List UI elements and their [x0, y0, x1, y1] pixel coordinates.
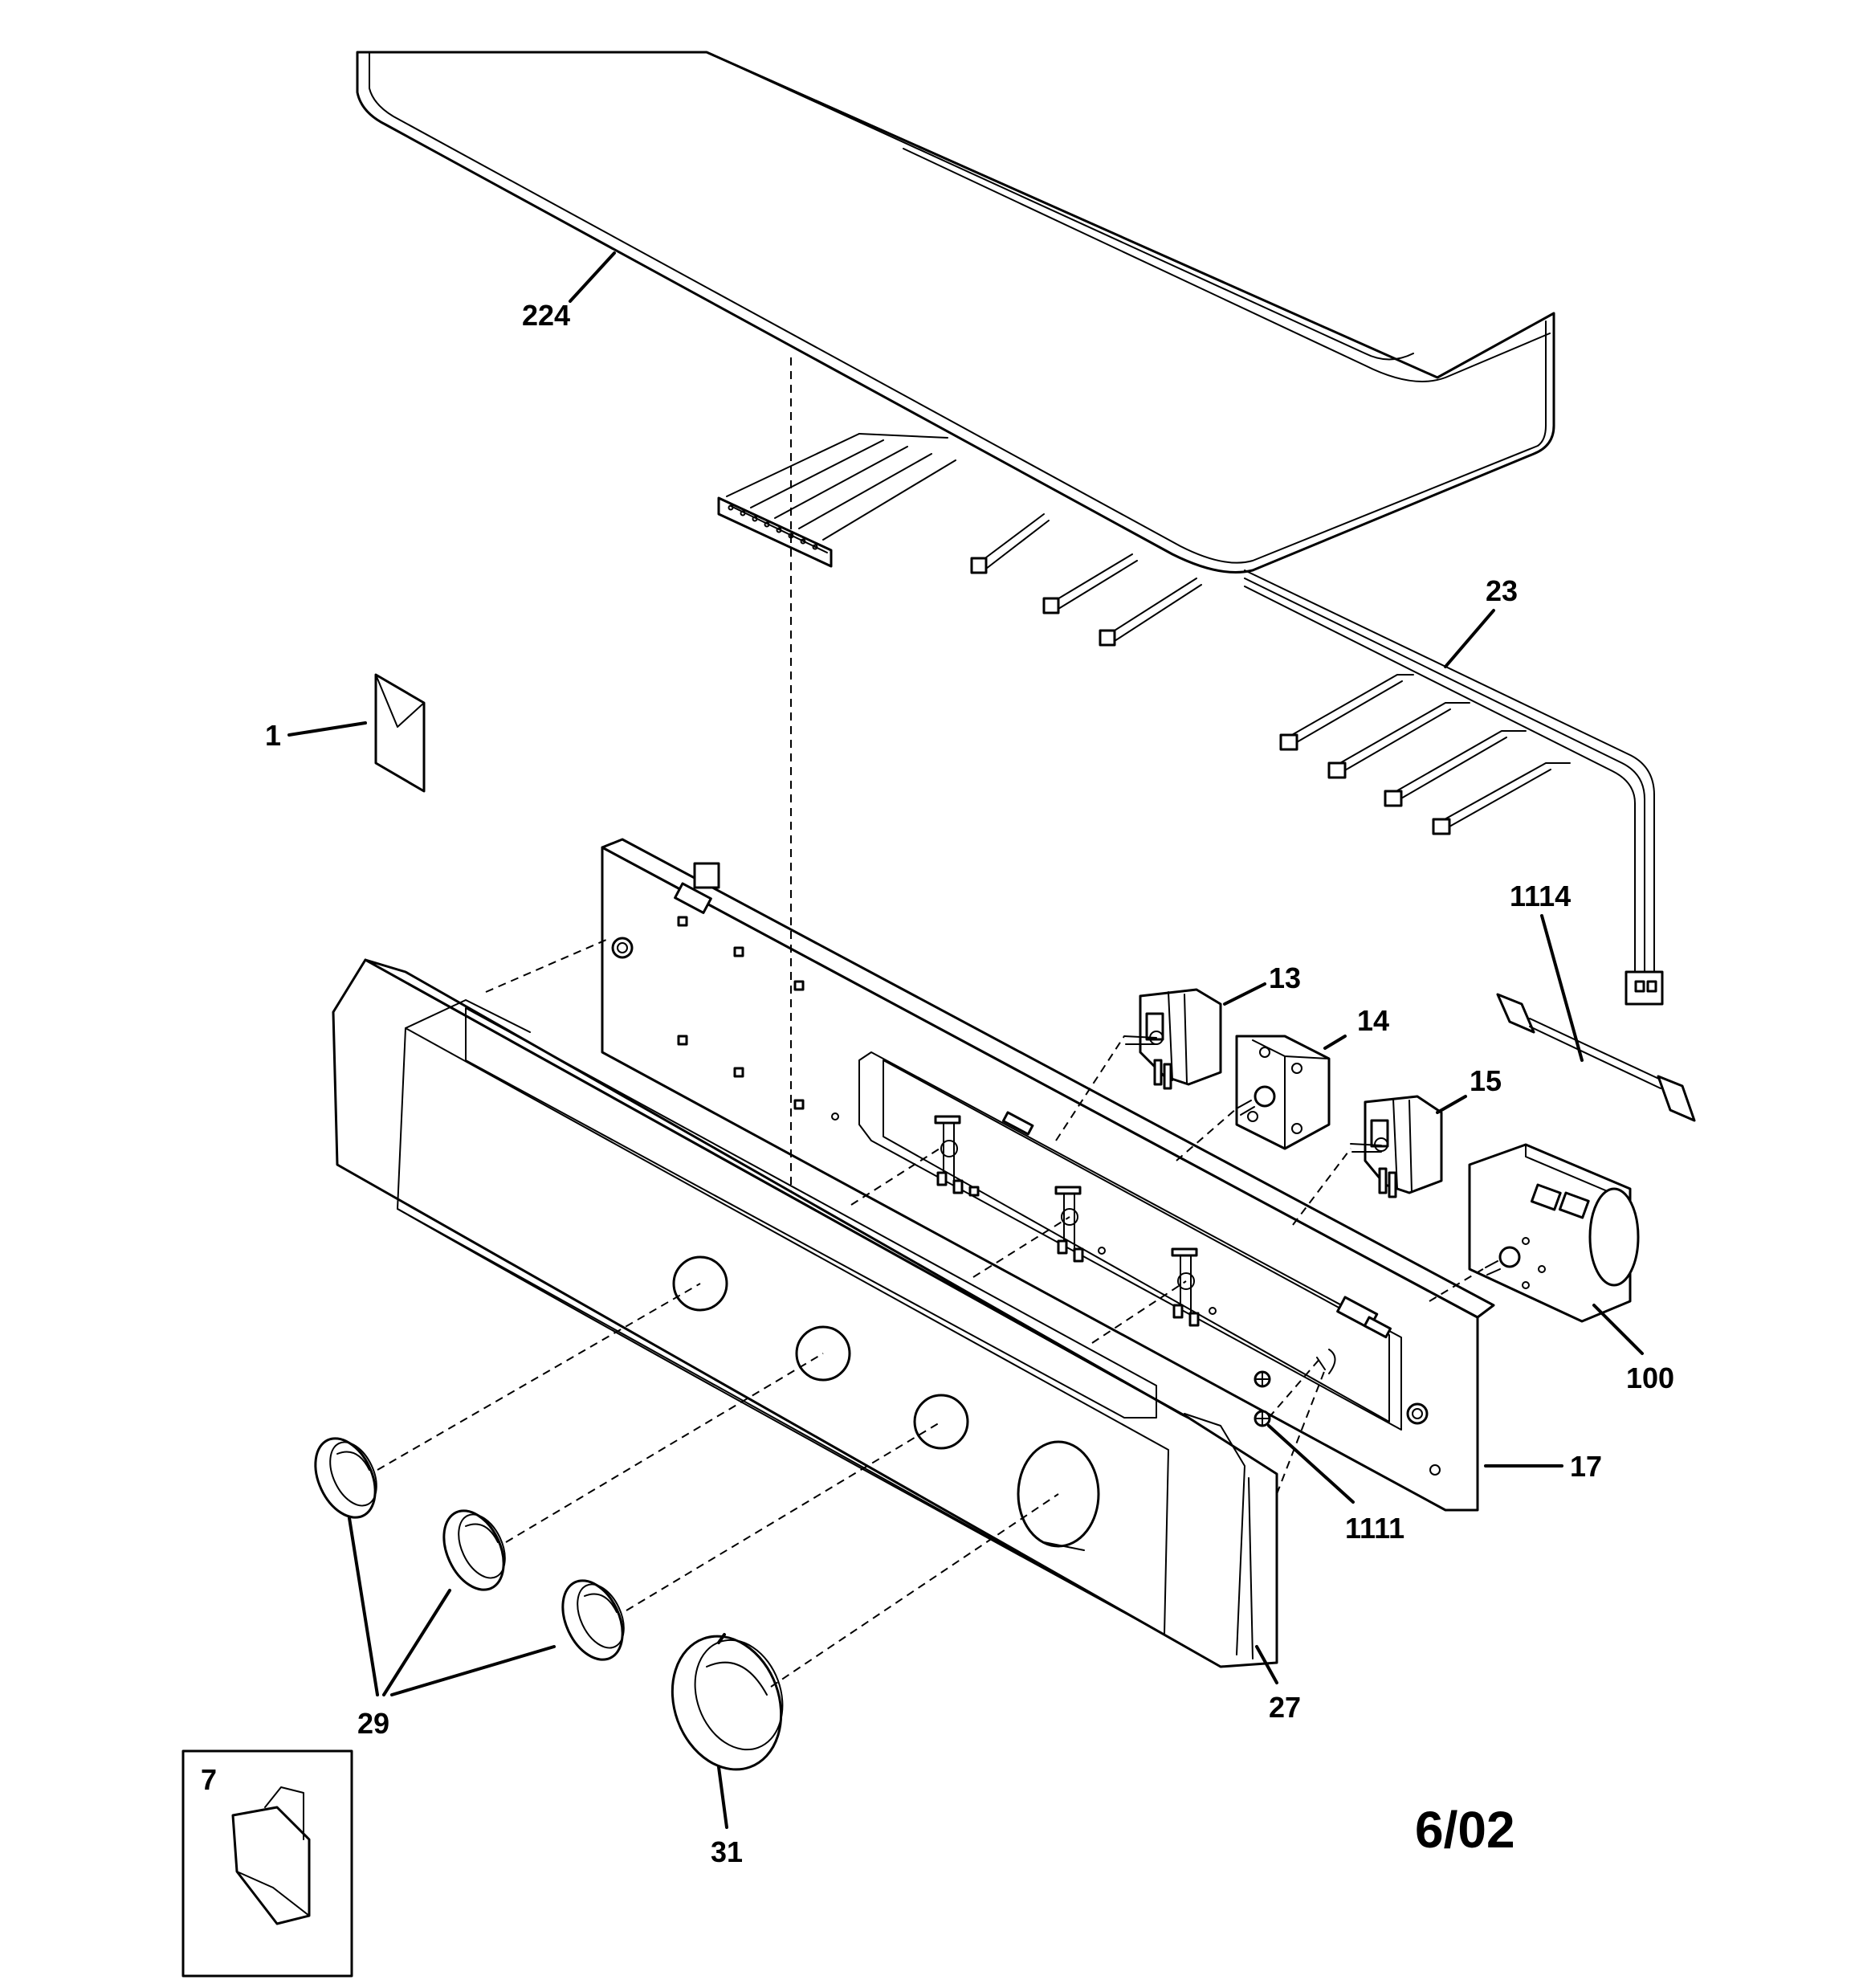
knob-29-b — [442, 1509, 506, 1591]
switch-15 — [1350, 1095, 1443, 1198]
label-1111: 1111 — [1345, 1512, 1404, 1545]
envelope-1 — [374, 673, 426, 793]
harness-connector — [717, 433, 956, 568]
date-code: 6/02 — [1415, 1801, 1515, 1859]
label-7: 7 — [201, 1763, 217, 1796]
label-15: 15 — [1470, 1064, 1502, 1097]
control-panel-17 — [601, 838, 1495, 1512]
label-224: 224 — [522, 299, 570, 332]
part-labels: 224 23 1 1114 13 14 15 100 17 1111 27 29… — [201, 299, 1674, 1868]
label-31: 31 — [711, 1835, 743, 1868]
label-29: 29 — [357, 1707, 389, 1740]
label-1: 1 — [265, 719, 281, 752]
label-23: 23 — [1486, 574, 1518, 607]
wiring-harness-23 — [1244, 569, 1664, 1006]
timer-100 — [1468, 1143, 1640, 1323]
switch-14 — [1235, 1035, 1331, 1150]
label-100: 100 — [1626, 1361, 1674, 1394]
wire-terminals — [970, 513, 1202, 647]
switch-13 — [1123, 988, 1222, 1090]
screws-1111 — [1254, 1370, 1271, 1427]
label-13: 13 — [1269, 961, 1301, 994]
console-top-224 — [356, 51, 1555, 574]
cable-1114 — [1496, 993, 1696, 1122]
label-17: 17 — [1570, 1450, 1602, 1483]
leader-lines — [225, 251, 1644, 1829]
clip-7-inset — [181, 1749, 353, 1978]
switch-mount-middle — [1054, 1186, 1106, 1263]
label-27: 27 — [1269, 1691, 1301, 1724]
label-1114: 1114 — [1510, 880, 1571, 912]
knob-29-c — [561, 1579, 625, 1661]
knob-31 — [671, 1633, 784, 1771]
switch-mount-right — [1171, 1247, 1217, 1327]
label-14: 14 — [1357, 1004, 1389, 1037]
switch-mount-left — [934, 1115, 980, 1197]
knob-29-a — [314, 1437, 377, 1519]
alignment-lines — [377, 939, 1486, 1688]
